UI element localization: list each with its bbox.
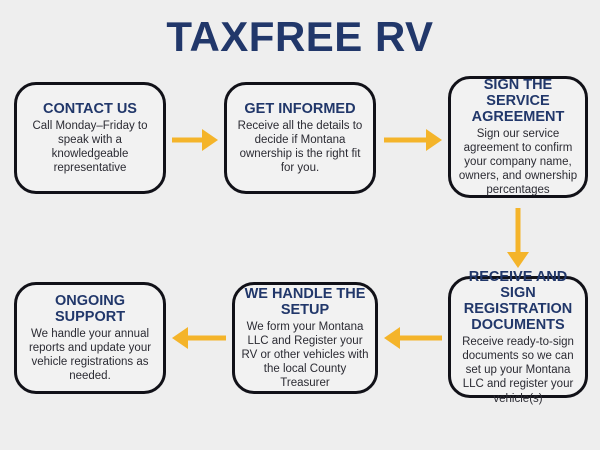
- arrow-shaft: [186, 335, 226, 341]
- step-box-sign-the-service-agreement[interactable]: SIGN THE SERVICE AGREEMENT Sign our serv…: [448, 76, 588, 198]
- arrow-left-icon: [172, 326, 226, 350]
- arrow-head: [384, 327, 400, 349]
- step-body: We form your Montana LLC and Register yo…: [241, 321, 369, 390]
- step-body: Receive all the details to decide if Mon…: [237, 120, 363, 175]
- arrow-shaft: [172, 137, 204, 143]
- arrow-right-icon: [172, 128, 218, 152]
- arrow-right-icon: [384, 128, 442, 152]
- step-heading: SIGN THE SERVICE AGREEMENT: [471, 76, 565, 126]
- step-body: Sign our service agreement to confirm yo…: [458, 128, 578, 197]
- step-box-receive-and-sign-registration-documents[interactable]: RECEIVE AND SIGN REGISTRATION DOCUMENTS …: [448, 269, 588, 405]
- step-heading: CONTACT US: [43, 100, 137, 117]
- step-body: Call Monday–Friday to speak with a knowl…: [32, 120, 148, 175]
- arrow-left-icon: [384, 326, 442, 350]
- arrow-head: [172, 327, 188, 349]
- step-box-get-informed[interactable]: GET INFORMED Receive all the details to …: [224, 82, 376, 194]
- step-heading: GET INFORMED: [244, 100, 356, 117]
- arrow-head: [426, 129, 442, 151]
- step-box-contact-us[interactable]: CONTACT US Call Monday–Friday to speak w…: [14, 82, 166, 194]
- step-box-ongoing-support[interactable]: ONGOING SUPPORT We handle your annual re…: [14, 282, 166, 394]
- arrow-head: [202, 129, 218, 151]
- page-title: TAXFREE RV: [166, 13, 434, 60]
- arrow-shaft: [515, 208, 521, 254]
- arrow-shaft: [398, 335, 442, 341]
- step-heading: ONGOING SUPPORT: [54, 292, 126, 325]
- step-body: Receive ready-to-sign documents so we ca…: [462, 336, 574, 405]
- step-box-we-handle-the-setup[interactable]: WE HANDLE THE SETUP We form your Montana…: [232, 282, 378, 394]
- arrow-shaft: [384, 137, 428, 143]
- arrow-down-icon: [506, 208, 530, 268]
- step-heading: WE HANDLE THE SETUP: [244, 285, 366, 318]
- step-heading: RECEIVE AND SIGN REGISTRATION DOCUMENTS: [463, 268, 573, 334]
- step-body: We handle your annual reports and update…: [28, 328, 152, 383]
- arrow-head: [507, 252, 529, 268]
